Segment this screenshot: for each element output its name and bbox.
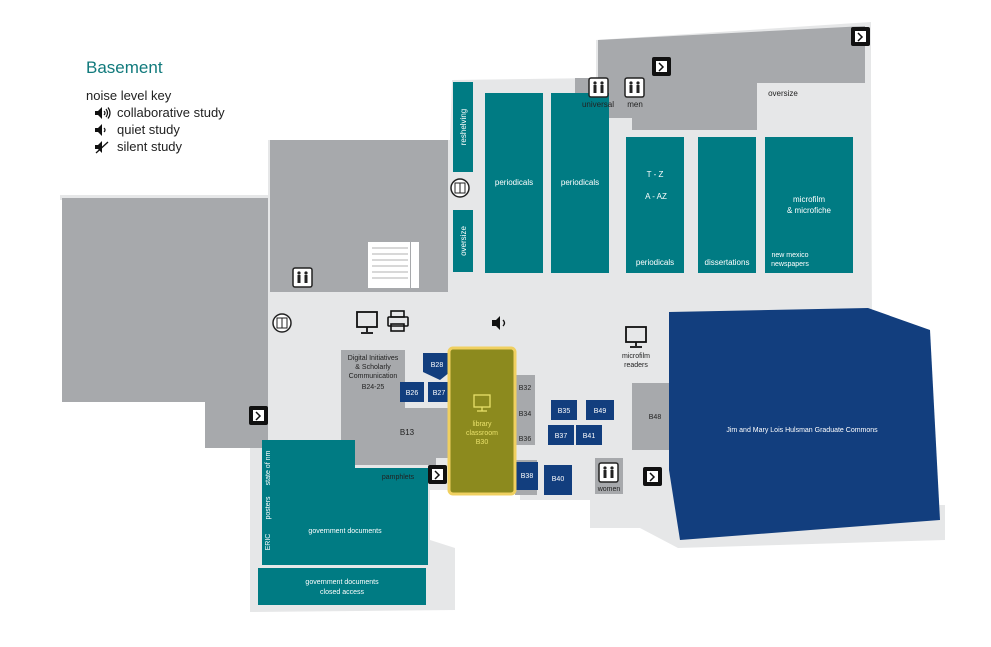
navy-rooms <box>400 308 940 540</box>
aaz-label: A - AZ <box>645 192 667 201</box>
dissertations-label: dissertations <box>705 258 750 267</box>
men-label: men <box>627 100 643 109</box>
b48-label: B48 <box>649 414 662 421</box>
classroom-3-label: B30 <box>476 439 489 446</box>
exit-icon <box>643 467 662 486</box>
microfiche-label: & microfiche <box>787 206 832 215</box>
area-labels: reshelving oversize periodicals periodic… <box>265 89 878 596</box>
b32-label: B32 <box>519 385 532 392</box>
tz-label: T - Z <box>647 170 664 179</box>
teal-areas <box>258 82 853 605</box>
nm-newspapers-1-label: new mexico <box>772 252 809 259</box>
b37-label: B37 <box>555 433 568 440</box>
restroom-universal-icon <box>588 77 609 98</box>
gov-closed-2-label: closed access <box>320 589 364 596</box>
b36-label: B36 <box>519 436 532 443</box>
legend-quiet-label: quiet study <box>117 122 180 137</box>
speaker-quiet-icon <box>492 316 506 330</box>
periodicals-1-label: periodicals <box>495 178 533 187</box>
speaker-muted-icon <box>95 140 109 153</box>
legend-collaborative: collaborative study <box>94 105 225 120</box>
elevator-icon <box>450 178 470 198</box>
microfilm-label: microfilm <box>793 195 825 204</box>
nm-newspapers-2-label: newspapers <box>771 261 809 268</box>
exit-icon <box>652 57 671 76</box>
exit-icon <box>428 465 447 484</box>
legend-collaborative-label: collaborative study <box>117 105 225 120</box>
b38-label: B38 <box>521 473 534 480</box>
gray-areas <box>62 26 865 495</box>
restroom-icon <box>292 267 313 288</box>
gov-docs-label: government documents <box>308 528 382 535</box>
periodicals-2-label: periodicals <box>561 178 599 187</box>
microfilm-readers-2-label: readers <box>624 362 648 369</box>
classroom-2-label: classroom <box>466 430 498 437</box>
oversize-left-label: oversize <box>459 226 468 256</box>
legend-silent: silent study <box>94 139 182 154</box>
elevator-icon <box>272 313 292 333</box>
monitor-icon <box>473 394 491 412</box>
classroom-1-label: library <box>472 421 492 428</box>
b28-label: B28 <box>431 362 444 369</box>
digital-3-label: Communication <box>349 373 398 380</box>
periodicals-3-label: periodicals <box>636 258 674 267</box>
b13-label: B13 <box>400 428 415 437</box>
b26-label: B26 <box>406 390 419 397</box>
speaker-loud-icon <box>95 106 111 119</box>
universal-label: universal <box>582 100 614 109</box>
digital-2-label: & Scholarly <box>355 364 391 371</box>
women-label: women <box>597 486 621 493</box>
b40-label: B40 <box>552 476 565 483</box>
computer-icon <box>356 311 378 334</box>
digital-1-label: Digital Initiatives <box>348 355 399 362</box>
noise-key-heading: noise level key <box>86 88 172 103</box>
printer-icon <box>387 310 409 332</box>
b27-label: B27 <box>433 390 446 397</box>
commons-label: Jim and Mary Lois Hulsman Graduate Commo… <box>726 427 878 434</box>
speaker-quiet-icon <box>95 123 106 136</box>
state-of-nm-label: state of nm <box>265 451 272 486</box>
b34-label: B34 <box>519 411 532 418</box>
library-classroom-b30[interactable] <box>447 346 517 496</box>
b41-label: B41 <box>583 433 596 440</box>
computer-icon <box>625 326 647 348</box>
digital-4-label: B24-25 <box>362 384 385 391</box>
stairs <box>368 242 419 288</box>
exit-icon <box>249 406 268 425</box>
exit-icon <box>851 27 870 46</box>
reshelving-label: reshelving <box>459 109 468 145</box>
map-title: Basement <box>86 58 163 77</box>
legend-quiet: quiet study <box>94 122 180 137</box>
restroom-men-icon <box>624 77 645 98</box>
legend-silent-label: silent study <box>117 139 183 154</box>
eric-label: ERIC <box>265 534 272 551</box>
posters-label: posters <box>265 496 272 519</box>
microfilm-readers-1-label: microfilm <box>622 353 650 360</box>
oversize-top-label: oversize <box>768 89 798 98</box>
gov-closed-1-label: government documents <box>305 579 379 586</box>
b49-label: B49 <box>594 408 607 415</box>
b35-label: B35 <box>558 408 571 415</box>
pamphlets-label: pamphlets <box>382 474 415 481</box>
restroom-women-icon <box>598 462 619 483</box>
